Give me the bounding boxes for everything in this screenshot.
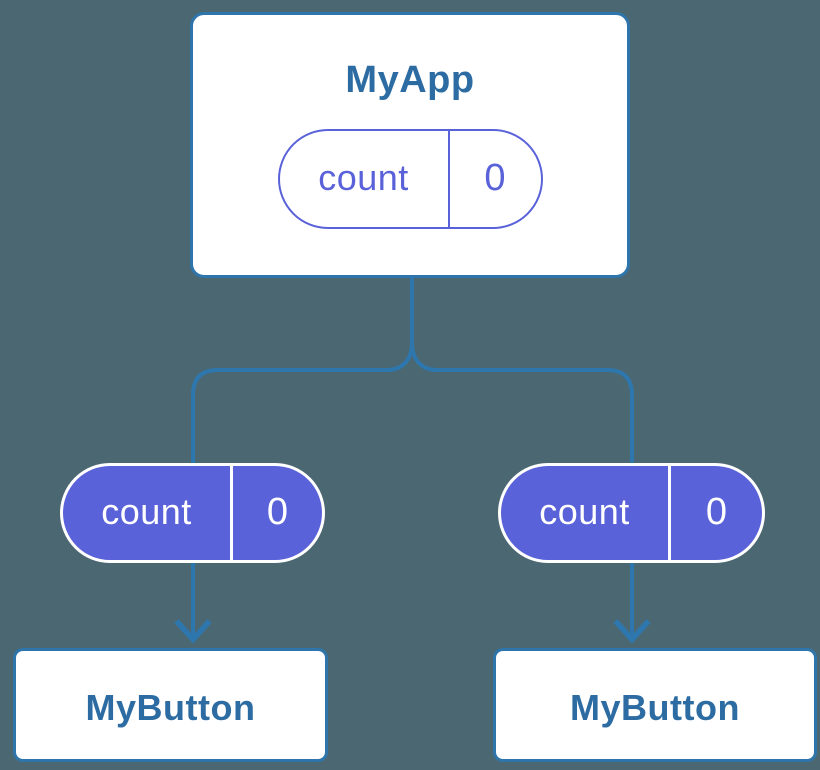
arrow-down-icon (174, 619, 212, 644)
prop-pill-left: count 0 (60, 463, 325, 563)
state-pill-value: 0 (484, 156, 506, 199)
root-state-pill: count 0 (277, 129, 543, 229)
child-component-title: MyButton (570, 687, 740, 728)
child-component-card-right: MyButton (493, 648, 817, 762)
prop-pill-value: 0 (266, 490, 289, 533)
connector-branch-left (191, 342, 414, 636)
prop-pill-label: count (63, 466, 233, 560)
child-component-title: MyButton (85, 687, 256, 728)
prop-pill-right: count 0 (498, 463, 765, 563)
root-component-title: MyApp (345, 59, 475, 101)
child-component-card-left: MyButton (13, 648, 328, 762)
arrow-down-icon (613, 619, 651, 644)
state-pill-label: count (280, 131, 450, 227)
prop-pill-value: 0 (705, 490, 728, 533)
root-component-card: MyApp count 0 (190, 12, 630, 278)
prop-pill-label: count (501, 466, 671, 560)
connector-branch-right (410, 342, 634, 636)
